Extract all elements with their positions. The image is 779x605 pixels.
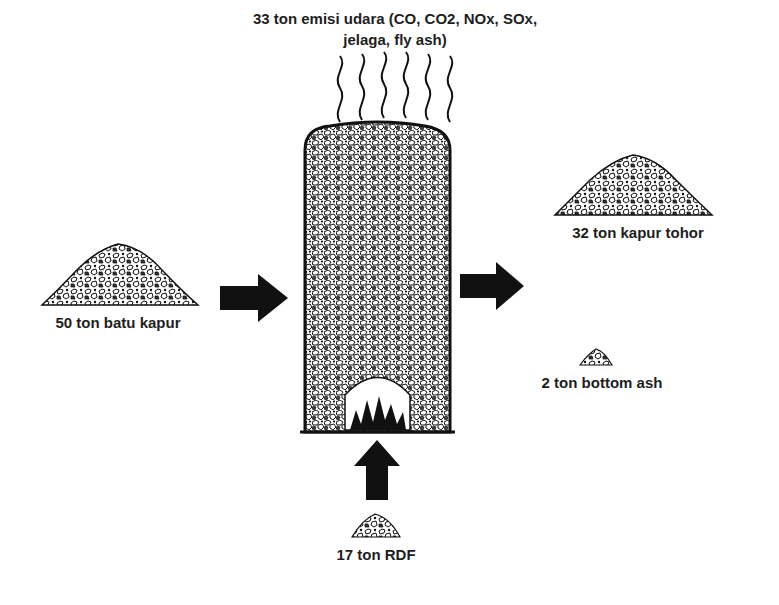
fuel-arrow <box>354 440 400 500</box>
input-label: 50 ton batu kapur <box>55 312 180 333</box>
limestone-pile <box>42 244 198 305</box>
input-arrow <box>220 274 288 322</box>
quicklime-pile <box>555 155 712 215</box>
rdf-pile <box>352 514 400 537</box>
output-label: 32 ton kapur tohor <box>572 222 704 243</box>
fuel-label: 17 ton RDF <box>336 544 415 565</box>
emission-label: 33 ton emisi udara (CO, CO2, NOx, SOx, j… <box>245 8 545 50</box>
output-arrow <box>460 262 524 310</box>
emission-waves <box>338 52 453 122</box>
residue-label: 2 ton bottom ash <box>542 372 663 393</box>
fire <box>350 396 406 430</box>
kiln <box>300 122 455 432</box>
bottom-ash-pile <box>580 349 612 365</box>
